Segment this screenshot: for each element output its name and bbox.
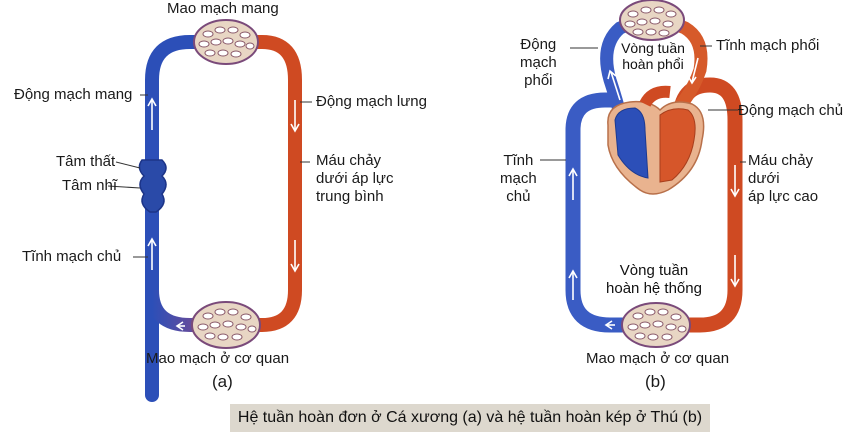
label-pulmonary-vein: Tĩnh mạch phổi [716,37,820,54]
leader-lines-a [107,94,312,258]
caption-bar: Hệ tuần hoàn đơn ở Cá xương (a) và hệ tu… [230,404,710,432]
label-ventricle: Tâm thất [56,153,116,170]
label-blood-flow-b: Máu chảy dưới áp lực cao [748,152,819,205]
leader-lines-b [540,45,746,163]
label-blood-flow-a: Máu chảy dưới áp lực trung bình [316,152,394,205]
label-vena-cava-a: Tĩnh mạch chủ [22,248,122,265]
caption-text: Hệ tuần hoàn đơn ở Cá xương (a) và hệ tu… [237,409,703,426]
panel-label-b: (b) [645,372,666,391]
label-systemic-circuit: Vòng tuần hoàn hệ thống [606,262,702,297]
lung-capillary-bed [619,0,685,41]
gill-capillary-bed [193,19,259,65]
diagram-b [540,0,746,348]
label-dorsal-artery: Động mạch lưng [316,93,427,110]
label-atrium: Tâm nhĩ [62,177,118,194]
gill-artery-vessel [145,35,217,402]
fish-heart [138,159,167,213]
bottom-vessel [145,289,262,332]
organ-capillary-bed-b [621,302,691,348]
mammal-heart [607,85,705,195]
label-vena-cava-b: Tĩnh mạch chủ [500,152,537,205]
organ-capillary-bed-a [191,301,261,349]
label-aorta: Động mạch chủ [738,102,844,119]
panel-label-a: (a) [212,372,233,391]
dorsal-artery-vessel [238,35,302,332]
flow-arrows-a [147,97,300,331]
label-gill-artery: Động mạch mang [14,86,133,103]
label-pulmonary-circuit: Vòng tuần hoàn phổi [621,40,685,72]
diagram-a [107,19,312,402]
label-pulmonary-artery: Động mạch phổi [520,36,557,89]
label-organ-capillary-a: Mao mạch ở cơ quan [146,350,290,367]
label-gill-capillary: Mao mạch mang [167,0,279,17]
label-organ-capillary-b: Mao mạch ở cơ quan [586,350,730,367]
flow-arrows-b [568,57,740,330]
